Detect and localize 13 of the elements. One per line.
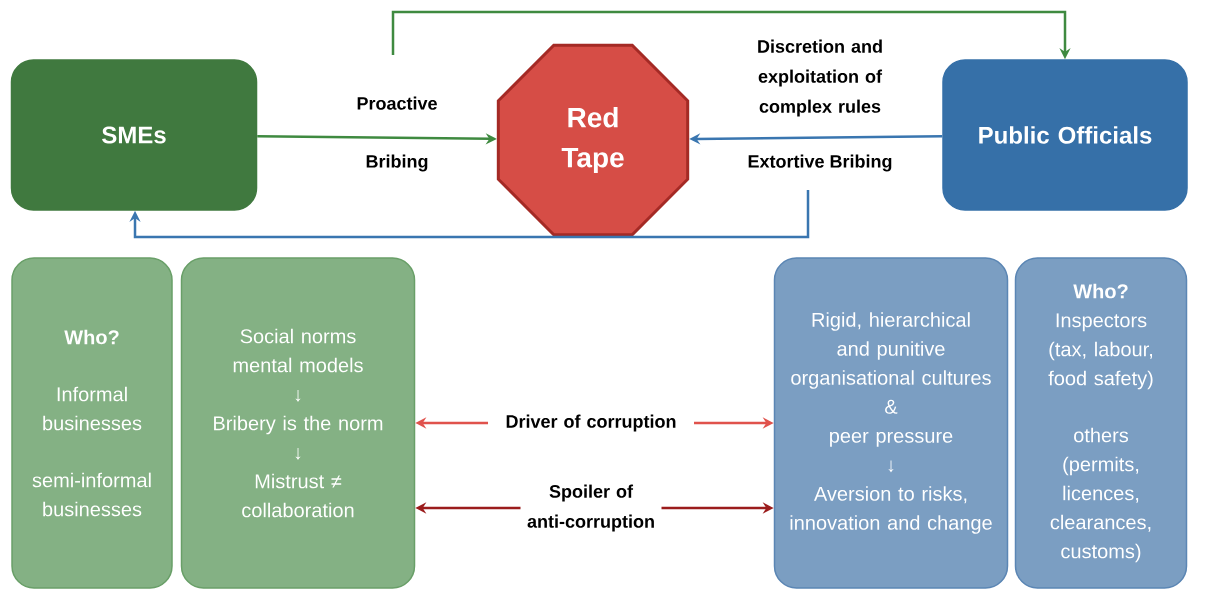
rounded-box: Social norms mental models ↓ Bribery is the norm ↓ Mistrust ≠ collaboration [180,257,416,589]
rounded-box: Who? Inspectors (tax, labour, food safety) others (permits, licences, clearances, customs) [1014,257,1188,589]
edge-label: Spoiler of anti-corruption [520,483,662,533]
rounded-box: Rigid, hierarchical and punitive organisational cultures & peer pressure ↓ Aversion to risks, innovation and change [773,257,1009,589]
edge-label: Discretion and exploitation of complex rules [758,39,883,117]
edge-label: Driver of corruption [488,413,694,433]
arrow [129,190,810,239]
rounded-box: Public Officials [942,59,1188,211]
octagon: Red Tape [496,43,690,237]
rounded-box: Who? Informal businesses semi-informal businesses [11,257,173,589]
edge-label: Proactive Bribing [357,96,437,172]
text-label: Extortive Bribing [748,154,892,172]
rounded-box: SMEs [10,59,258,211]
